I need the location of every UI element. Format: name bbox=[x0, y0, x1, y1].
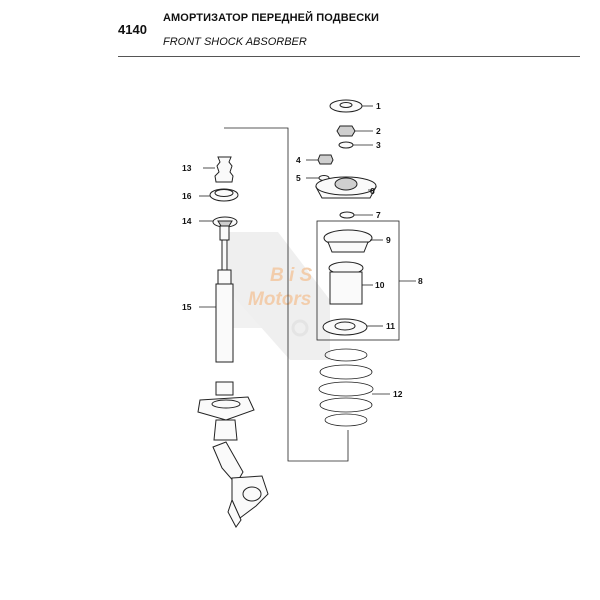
watermark-line2: Motors bbox=[248, 289, 311, 310]
callout-2: 2 bbox=[376, 126, 381, 136]
watermark-ring bbox=[291, 319, 309, 337]
spring-bearing-inner bbox=[334, 321, 356, 331]
callout-7: 7 bbox=[376, 210, 381, 220]
callout-10: 10 bbox=[375, 280, 385, 290]
coil-spring-turn bbox=[319, 397, 373, 413]
callout-15: 15 bbox=[182, 302, 192, 312]
bump-stop bbox=[214, 156, 234, 183]
callout-numbers: 1 2 3 4 5 6 7 8 9 10 11 12 13 14 15 16 bbox=[182, 101, 423, 399]
strut-body bbox=[215, 283, 234, 363]
bearing-washer bbox=[339, 211, 355, 219]
strut-rod-top bbox=[219, 225, 230, 241]
watermark-line1: B i S bbox=[270, 265, 313, 286]
assembly-bracket bbox=[224, 127, 349, 462]
strut-rod-guide bbox=[217, 269, 232, 285]
callout-13: 13 bbox=[182, 163, 192, 173]
upper-mount-group bbox=[315, 99, 377, 427]
group-8-bracket bbox=[316, 220, 400, 341]
callout-1: 1 bbox=[376, 101, 381, 111]
callout-8: 8 bbox=[418, 276, 423, 286]
watermark: B i S Motors bbox=[228, 232, 330, 360]
knuckle-lower-ear bbox=[227, 498, 242, 528]
mount-nut bbox=[317, 154, 334, 165]
spring-seat-lower-ring bbox=[211, 399, 241, 409]
assembly-brackets bbox=[224, 127, 416, 462]
strut-tube-lower bbox=[213, 419, 238, 441]
watermark-shape-2 bbox=[228, 232, 330, 360]
upper-spring-seat-body bbox=[327, 241, 369, 253]
coil-spring-turn bbox=[319, 364, 373, 380]
callout-16: 16 bbox=[182, 191, 192, 201]
strut-mount-hub bbox=[334, 177, 358, 191]
rebound-plate-hub bbox=[217, 220, 233, 227]
callout-6: 6 bbox=[370, 186, 375, 196]
callout-14: 14 bbox=[182, 216, 192, 226]
coil-spring-turn bbox=[318, 381, 374, 397]
callout-12: 12 bbox=[393, 389, 403, 399]
dust-cover-washer-inner bbox=[214, 189, 234, 197]
knuckle-bore bbox=[242, 486, 262, 502]
strut-piston-rod bbox=[221, 239, 228, 271]
callout-4: 4 bbox=[296, 155, 301, 165]
page-title-en: FRONT SHOCK ABSORBER bbox=[163, 36, 307, 48]
coil-spring-turn bbox=[324, 413, 368, 427]
top-nut bbox=[336, 125, 356, 137]
coil-spring-turn bbox=[324, 348, 368, 362]
leader-lines bbox=[199, 105, 390, 395]
top-washer bbox=[338, 141, 354, 149]
callout-11: 11 bbox=[386, 321, 395, 331]
callout-9: 9 bbox=[386, 235, 391, 245]
top-mount-cap-center bbox=[339, 102, 353, 108]
spring-isolator bbox=[329, 271, 363, 305]
section-number: 4140 bbox=[118, 22, 147, 37]
strut-lower-tube bbox=[215, 381, 234, 396]
callout-3: 3 bbox=[376, 140, 381, 150]
callout-5: 5 bbox=[296, 173, 301, 183]
page-title-ru: АМОРТИЗАТОР ПЕРЕДНЕЙ ПОДВЕСКИ bbox=[163, 12, 380, 24]
header-divider bbox=[118, 56, 580, 57]
damper-strut-group bbox=[197, 156, 269, 528]
coil-spring bbox=[318, 348, 374, 427]
